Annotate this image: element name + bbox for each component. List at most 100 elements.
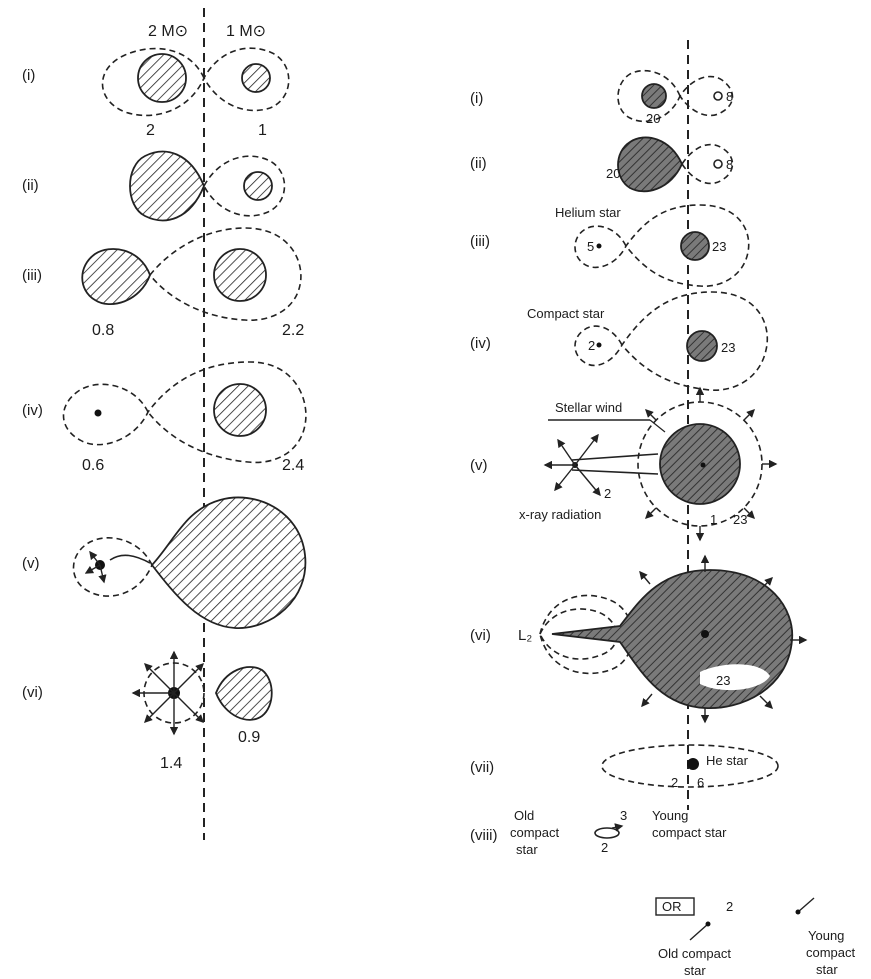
wind-arrow — [743, 409, 755, 421]
mass-right: 2.2 — [282, 322, 304, 339]
giant-star-overflowing — [150, 496, 307, 629]
compact-star — [596, 342, 602, 348]
mass-right: 8 — [726, 157, 733, 172]
or-old-label-line1: Old compact — [658, 946, 731, 961]
stage-label: (viii) — [470, 827, 498, 844]
helium-star — [687, 758, 699, 770]
stage-label: (ii) — [470, 155, 487, 172]
xray-arrow — [554, 464, 576, 492]
roche-lobe-outline — [617, 69, 734, 123]
xray-arrow — [574, 464, 601, 497]
wind-arrow — [759, 577, 773, 591]
mass-left: 20 — [646, 111, 660, 126]
or-young-label-line3: star — [816, 962, 838, 977]
or-young-label-line2: compact — [806, 945, 856, 960]
outflow-arrow — [84, 564, 101, 574]
wind-arrow — [641, 693, 653, 708]
roche-lobe-outline — [574, 204, 750, 287]
mass-right: 1 — [258, 122, 267, 139]
wind-arrows — [645, 386, 778, 542]
supergiant-common-envelope — [551, 569, 794, 709]
left-panel: 2 M⊙ 1 M⊙ (i) 2 1 (ii) (iii) 0.8 2.2 — [22, 8, 307, 840]
secondary-star — [241, 63, 271, 93]
mass-left: 1.4 — [160, 755, 182, 772]
young-star-label-line1: Young — [652, 808, 688, 823]
mass-right: 2.4 — [282, 457, 304, 474]
roche-lobe-outline — [681, 143, 734, 185]
ejecta-arrow — [173, 663, 204, 694]
mass-left: 5 — [587, 239, 594, 254]
or-box-text: OR — [662, 899, 682, 914]
left-stage-v: (v) — [22, 496, 307, 629]
tight-orbit — [594, 827, 620, 839]
right-stage-vi: (vi) L₂ 23 — [470, 554, 808, 724]
right-stage-ii: (ii) 20 8 — [470, 136, 734, 193]
roche-lobe-outline — [72, 537, 153, 597]
or-box — [655, 897, 695, 916]
roche-lobe-outline — [62, 361, 307, 464]
xray-arrows — [543, 433, 601, 497]
caption: Helium star — [555, 205, 621, 220]
mass-left: 2 — [588, 338, 595, 353]
young-compact-star — [795, 909, 801, 915]
accretor-star — [213, 248, 267, 302]
outflow-arrow — [89, 550, 101, 566]
helium-star — [596, 243, 602, 249]
caption: He star — [706, 753, 749, 768]
stage-label: (vi) — [22, 684, 43, 701]
supergiant-star — [659, 423, 741, 505]
mass-top: 3 — [620, 808, 627, 823]
wind-arrow — [759, 695, 773, 709]
left-stage-iv: (iv) 0.6 2.4 — [22, 361, 307, 474]
mass-right: 23 — [733, 512, 747, 527]
ejecta-arrow — [144, 692, 175, 723]
right-stage-iv: Compact star (iv) 2 23 — [470, 291, 769, 391]
right-stage-viii: (viii) Old compact star 3 2 Young compac… — [470, 808, 727, 857]
or-mass: 2 — [726, 899, 733, 914]
right-stage-vii: (vii) He star 2 6 — [470, 744, 779, 790]
secondary-star — [713, 159, 723, 169]
mass-mid: 1 — [710, 512, 717, 527]
old-star-label-line2: compact — [510, 825, 560, 840]
mass-right: 0.9 — [238, 729, 260, 746]
roche-lobe-outline — [149, 227, 302, 321]
wind-arrow — [639, 570, 651, 585]
left-stage-i: (i) 2 1 — [22, 47, 290, 139]
xray-arrow — [574, 433, 599, 466]
secondary-star — [243, 171, 273, 201]
primary-star — [137, 53, 187, 103]
caption: Stellar wind — [555, 400, 622, 415]
young-star-label-line2: compact star — [652, 825, 727, 840]
wind-arrows — [639, 554, 808, 724]
inner-lobe-outline — [539, 608, 618, 660]
mass-left: 2 — [604, 486, 611, 501]
old-star-label-line3: star — [516, 842, 538, 857]
wind-arrow — [645, 409, 657, 421]
right-stage-i: (i) 20 8 — [470, 69, 734, 126]
young-star-trajectory — [797, 897, 815, 913]
donor-star — [81, 248, 151, 305]
stage-label: (vii) — [470, 759, 494, 776]
mass-left: 0.8 — [92, 322, 114, 339]
orbit-arrow — [611, 823, 624, 832]
stage-label: (v) — [22, 555, 40, 572]
primary-star — [641, 83, 667, 109]
accretion-wake — [571, 453, 659, 475]
caption-xray: x-ray radiation — [519, 507, 601, 522]
right-stage-v: Stellar wind (v) — [470, 386, 778, 542]
label-clearing — [700, 664, 770, 691]
mass-left: 2 — [146, 122, 155, 139]
roche-lobe-outline — [101, 47, 290, 117]
caption: Compact star — [527, 306, 605, 321]
mass-left: 2 — [671, 775, 678, 790]
stage-label: (ii) — [22, 177, 39, 194]
stage-label: (v) — [470, 457, 488, 474]
stage-label: (iv) — [22, 402, 43, 419]
giant-star — [213, 383, 267, 437]
primary-star-filling-lobe — [617, 136, 683, 193]
wind-arrow — [743, 507, 755, 519]
stage-label: (i) — [22, 67, 35, 84]
caption-leader — [649, 419, 666, 433]
stage-label: (i) — [470, 90, 483, 107]
